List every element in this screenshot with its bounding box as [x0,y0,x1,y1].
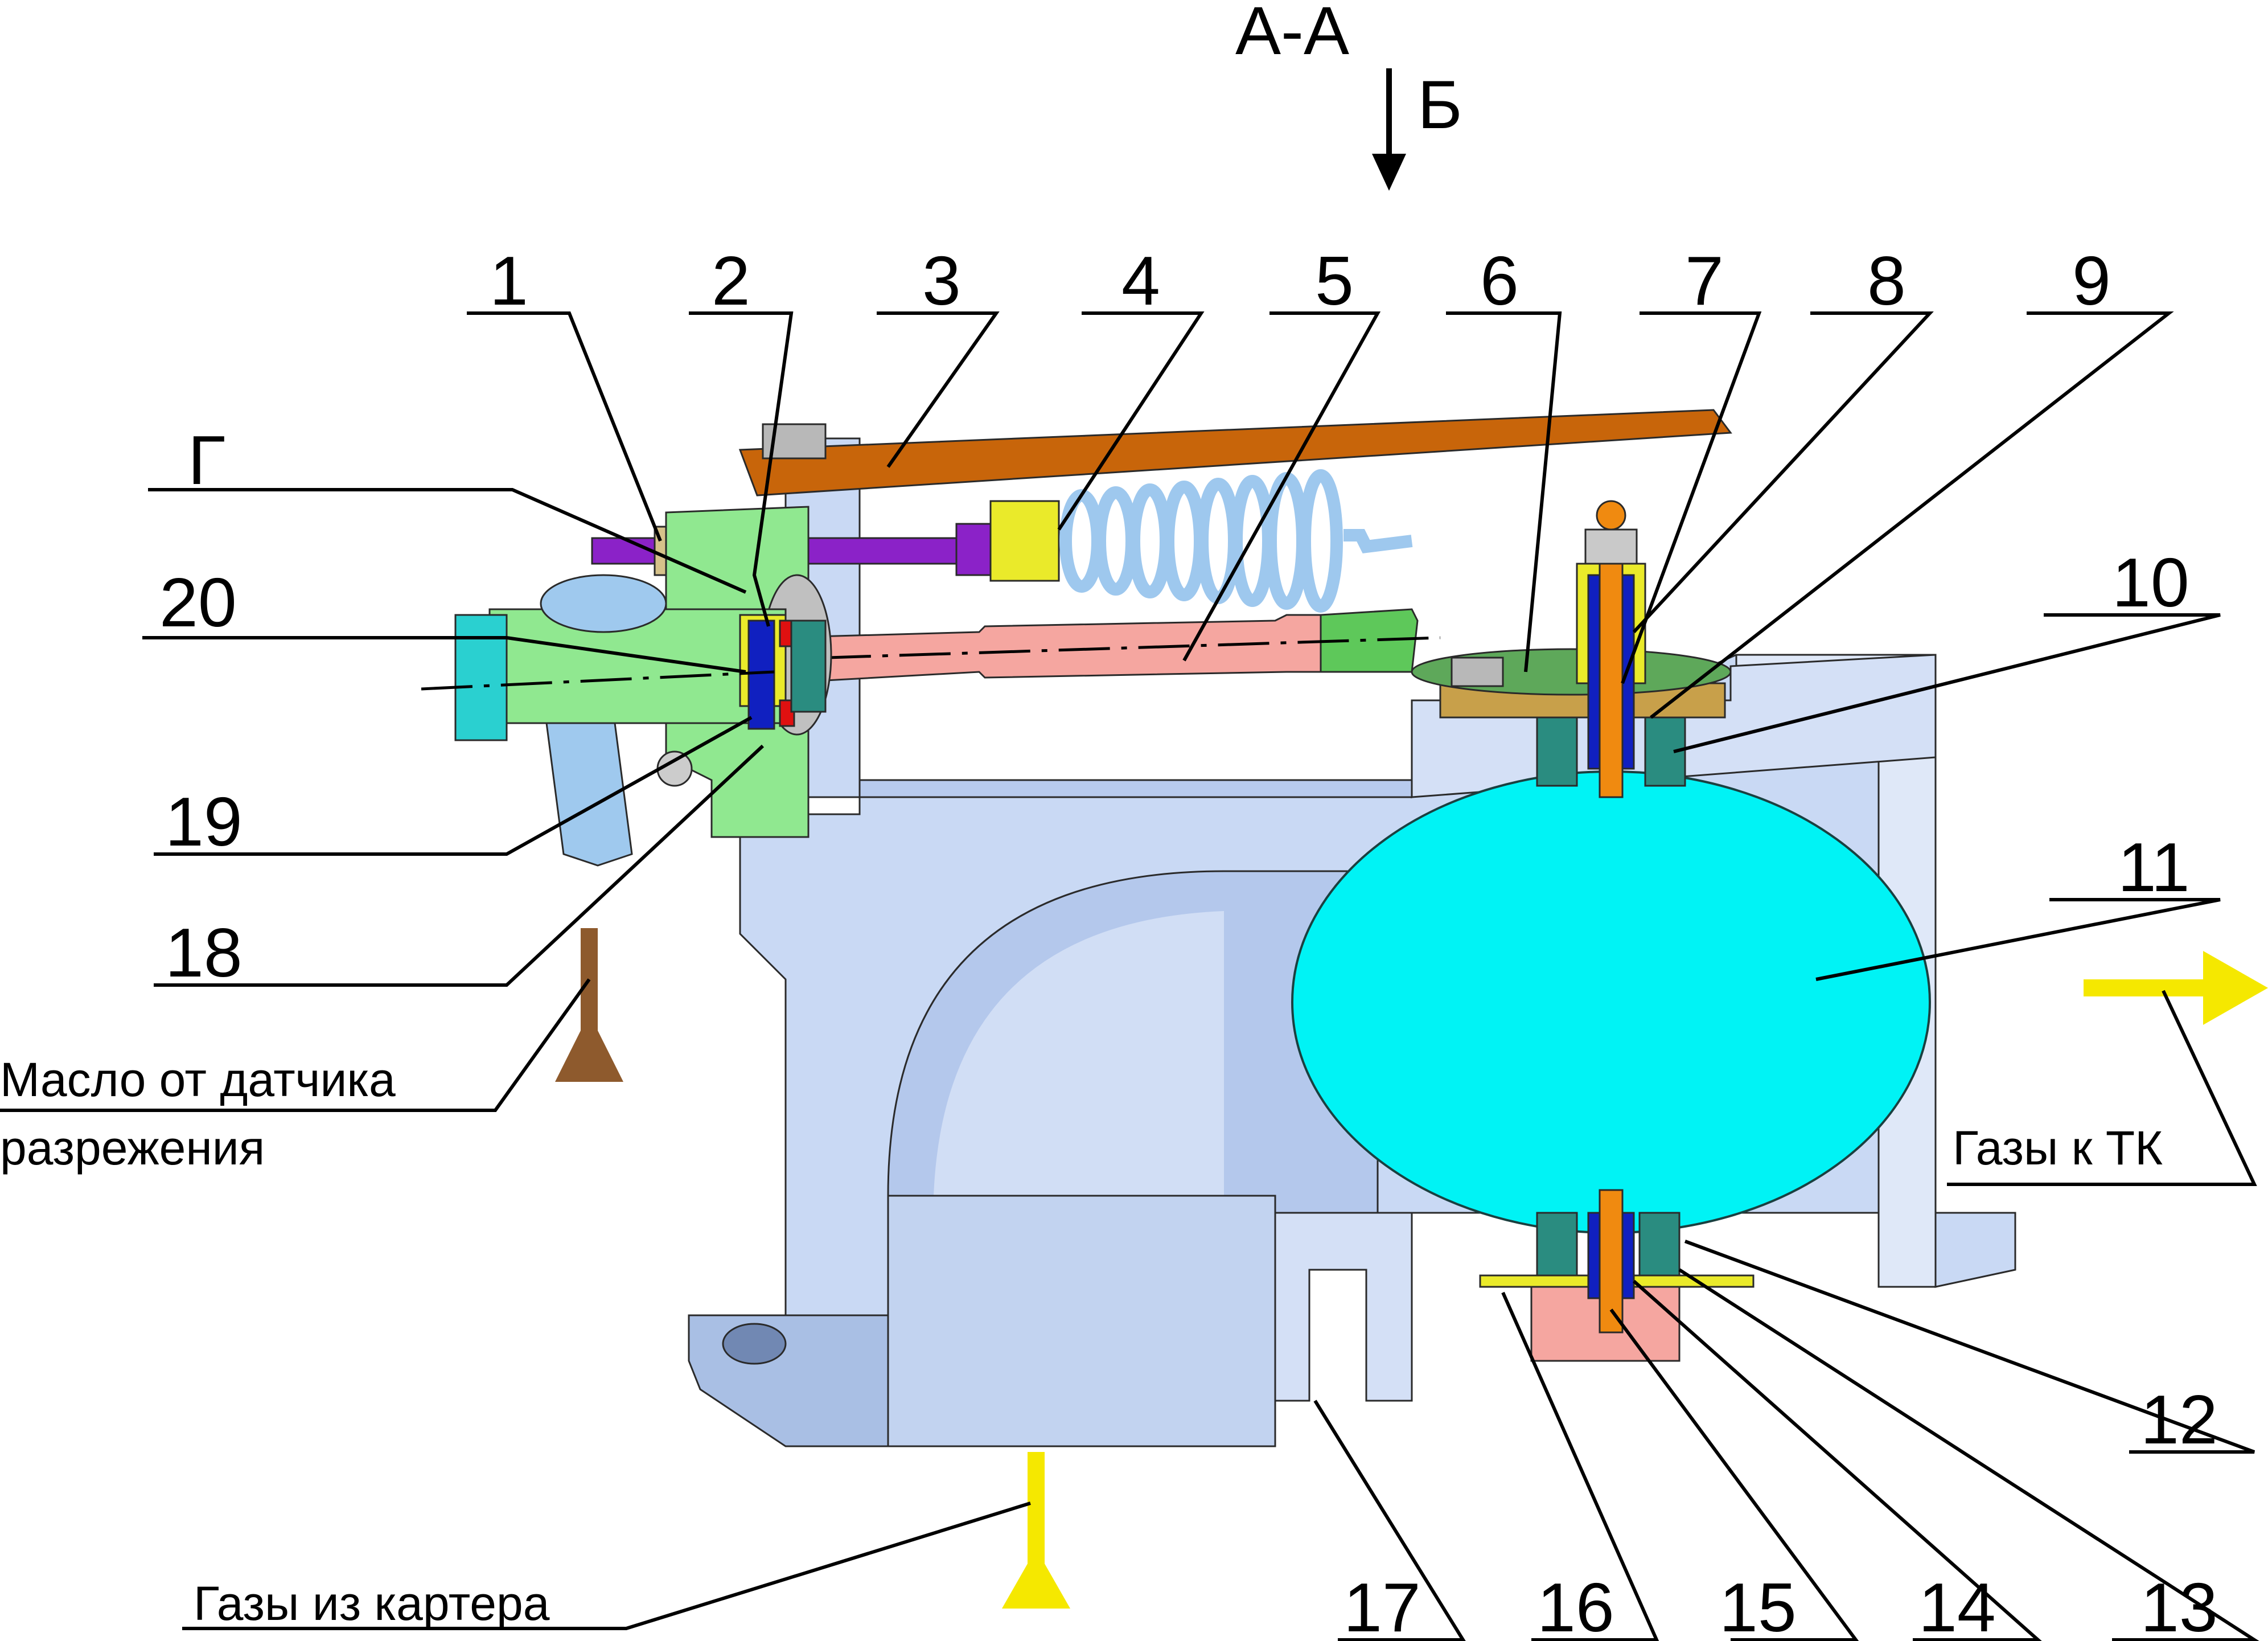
fitting-axis [421,670,775,691]
bearing-lower-right [1638,1212,1681,1277]
callout-20: 20 [159,564,237,641]
view-label: Б [1418,67,1462,143]
bearing-lower-left [1536,1212,1578,1277]
bearing-left [1536,716,1578,787]
caption-oil-line2: разрежения [0,1121,265,1175]
gas-inlet-arrow [1002,1452,1070,1609]
upper-shaft-assembly [1411,500,1732,798]
callout-11: 11 [2118,828,2190,906]
housing-top-rail [858,779,1413,798]
gas-outlet-arrow [2084,951,2268,1025]
ring-teal [790,620,827,713]
oil-inlet-arrow [555,928,623,1082]
lower-shaft-assembly [1479,1189,1755,1362]
housing-foot [1274,1212,1413,1402]
shaft-lower [1599,1189,1624,1334]
lever-3 [738,409,1732,497]
left-fitting [421,506,832,867]
callout-16: 16 [1537,1569,1614,1641]
callout-1: 1 [490,242,528,319]
callout-15: 15 [1719,1569,1797,1641]
rod-end-green [1320,608,1419,673]
callout-19: 19 [165,783,243,860]
seal-blue [747,620,775,730]
damper-disc [1291,770,1931,1234]
callout-9: 9 [2072,242,2111,319]
elbow-highlight [934,911,1224,1196]
rod-axis [739,636,1441,662]
shaft-upper [1599,534,1624,798]
view-arrow-b [1372,68,1406,191]
callout-8: 8 [1867,242,1906,319]
callout-13: 13 [2140,1569,2218,1641]
leader-lines [0,311,2259,1641]
callout-17: 17 [1343,1569,1421,1641]
callout-4: 4 [1121,242,1160,319]
spring-4 [1059,469,1413,613]
callout-3: 3 [922,242,961,319]
fitting-top-cap [540,574,667,633]
callout-7: 7 [1685,242,1724,319]
section-title: А-А [1235,0,1349,69]
callout-18: 18 [165,914,243,991]
inlet-pipe [887,1195,1276,1447]
callout-2: 2 [712,242,750,319]
caption-gases-from-crankcase: Газы из картера [194,1577,550,1630]
nut-top [1584,528,1638,565]
spring-cup [989,500,1060,582]
callout-14: 14 [1918,1569,1996,1641]
bolt-6 [1451,657,1504,687]
letter-label: Г [188,421,225,499]
elbow-pipe [545,722,633,867]
mounting-flange [688,1314,889,1447]
callout-12: 12 [2140,1381,2218,1458]
bearing-right [1644,716,1686,787]
caption-gases-to-tk: Газы к ТК [1953,1121,2163,1175]
caption-oil-line1: Масло от датчика [0,1053,396,1106]
flange-bolt-hole [722,1323,787,1365]
callout-6: 6 [1480,242,1519,319]
screw-head-top [1596,500,1626,531]
callout-10: 10 [2112,544,2189,621]
callout-5: 5 [1315,242,1354,319]
fitting-nut-cyan [454,614,508,741]
